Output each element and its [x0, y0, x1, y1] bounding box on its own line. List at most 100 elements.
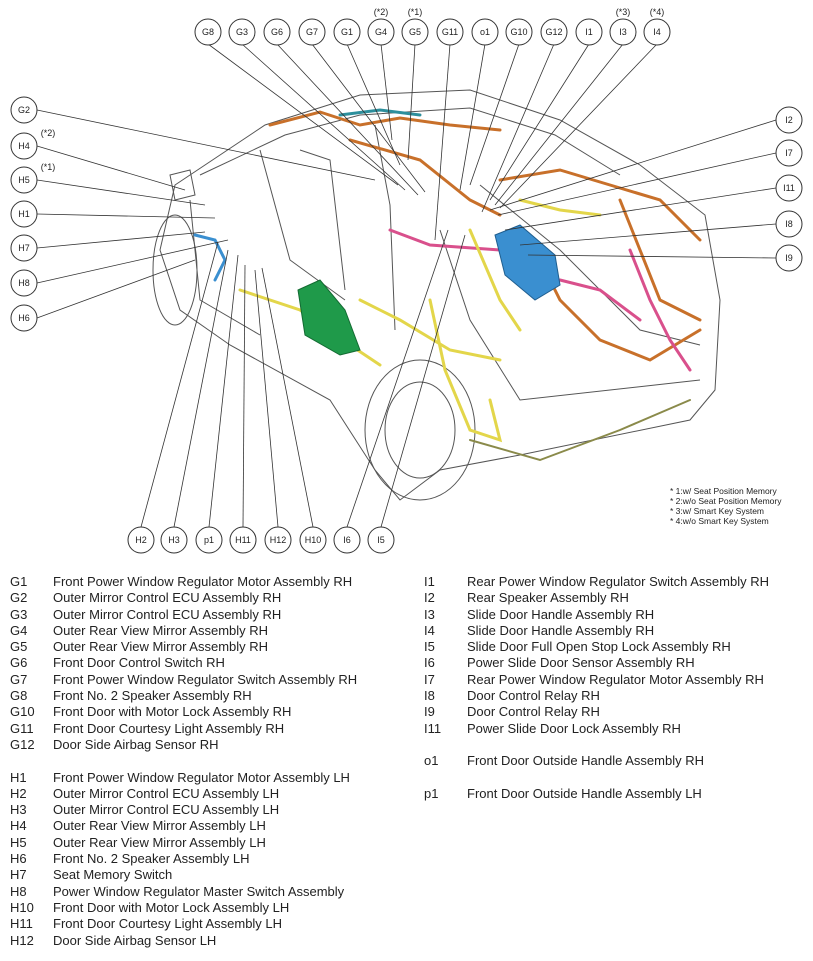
- callout-h3: H3: [160, 526, 188, 554]
- callout-code: H8: [18, 278, 30, 288]
- legend-code: H8: [10, 883, 27, 899]
- callout-code: H11: [235, 535, 251, 545]
- callout-g3: G3: [228, 18, 256, 46]
- callout-code: I5: [377, 535, 385, 545]
- footnote: * 1:w/ Seat Position Memory: [670, 486, 777, 496]
- legend-label: Power Window Regulator Master Switch Ass…: [53, 883, 345, 899]
- legend-label: Outer Mirror Control ECU Assembly LH: [53, 785, 280, 801]
- callout-code: I1: [585, 27, 593, 37]
- legend-code: I8: [424, 688, 435, 704]
- callout-code: H7: [18, 243, 30, 253]
- callout-g4: G4 (*2): [367, 7, 395, 46]
- footnote: * 3:w/ Smart Key System: [670, 506, 764, 516]
- legend-label: Front Door Courtesy Light Assembly LH: [53, 916, 283, 932]
- callout-h4: H4(*2): [10, 128, 56, 160]
- legend-code: G6: [10, 655, 28, 671]
- callout-i8: I8: [775, 210, 803, 238]
- legend-item: I8 Door Control Relay RH: [424, 688, 769, 704]
- legend-code: I4: [424, 622, 435, 638]
- legend-code: H3: [10, 802, 27, 818]
- legend-code: H6: [10, 851, 27, 867]
- footnotes: * 1:w/ Seat Position Memory * 2:w/o Seat…: [670, 486, 782, 526]
- legend-label: Front Door Control Switch RH: [53, 655, 225, 671]
- callout-code: G6: [271, 27, 283, 37]
- callout-code: p1: [204, 535, 214, 545]
- legend-item: o1 Front Door Outside Handle Assembly RH: [424, 753, 769, 769]
- legend-label: Front Power Window Regulator Motor Assem…: [53, 769, 350, 785]
- legend-label: Door Control Relay RH: [467, 688, 600, 704]
- callout-h5: H5(*1): [10, 162, 55, 194]
- callout-code: G11: [442, 27, 458, 37]
- callout-i7: I7: [775, 139, 803, 167]
- callout-note: (*2): [41, 128, 56, 138]
- callout-code: G12: [545, 27, 562, 37]
- legend-code: G2: [10, 590, 28, 606]
- legend-item: H6 Front No. 2 Speaker Assembly LH: [10, 851, 357, 867]
- legend-code: I2: [424, 590, 435, 606]
- legend-code: H7: [10, 867, 27, 883]
- callout-code: G4: [375, 27, 387, 37]
- legend-label: Rear Power Window Regulator Switch Assem…: [467, 574, 769, 589]
- legend-code: o1: [424, 753, 439, 769]
- callout-code: I7: [785, 148, 793, 158]
- legend-code: I11: [424, 720, 442, 736]
- legend-spacer: [424, 737, 769, 753]
- legend-label: Seat Memory Switch: [53, 867, 173, 883]
- legend-label: Rear Power Window Regulator Motor Assemb…: [467, 671, 764, 687]
- callout-code: H10: [305, 535, 322, 545]
- legend-label: Front Power Window Regulator Switch Asse…: [53, 671, 358, 687]
- callout-g7: G7: [298, 18, 326, 46]
- callout-code: I2: [785, 115, 793, 125]
- callout-i4: I4(*4): [643, 7, 671, 46]
- callout-note: (*1): [408, 7, 423, 17]
- wire-harness: [193, 108, 702, 462]
- legend-label: Front Door Outside Handle Assembly LH: [467, 785, 702, 801]
- legend-code: H1: [10, 769, 27, 785]
- callout-h1: H1: [10, 200, 38, 228]
- callout-h8: H8: [10, 269, 38, 297]
- legend-spacer: [424, 770, 769, 786]
- callout-code: G1: [341, 27, 353, 37]
- callout-h10: H10: [299, 526, 327, 554]
- callout-note: (*3): [616, 7, 631, 17]
- legend-spacer: [10, 753, 357, 769]
- legend-label: Front No. 2 Speaker Assembly LH: [53, 851, 250, 867]
- legend-label: Outer Mirror Control ECU Assembly LH: [53, 802, 280, 818]
- callout-code: G3: [236, 27, 248, 37]
- callout-h7: H7: [10, 234, 38, 262]
- legend-label: Front No. 2 Speaker Assembly RH: [53, 688, 252, 704]
- callout-note: (*2): [374, 7, 389, 17]
- legend-label: Front Door Outside Handle Assembly RH: [467, 753, 704, 769]
- legend-item: I4 Slide Door Handle Assembly RH: [424, 623, 769, 639]
- legend-label: Front Door Courtesy Light Assembly RH: [53, 720, 285, 736]
- callout-code: G5: [409, 27, 421, 37]
- callout-g6: G6: [263, 18, 291, 46]
- legend-code: I6: [424, 655, 435, 671]
- callout-note: (*4): [650, 7, 665, 17]
- callout-g10: G10: [505, 18, 533, 46]
- callout-i5: I5: [367, 526, 395, 554]
- legend-label: Slide Door Handle Assembly RH: [467, 622, 655, 638]
- callout-code: G7: [306, 27, 318, 37]
- callout-g11: G11: [436, 18, 464, 46]
- callout-h2: H2: [127, 526, 155, 554]
